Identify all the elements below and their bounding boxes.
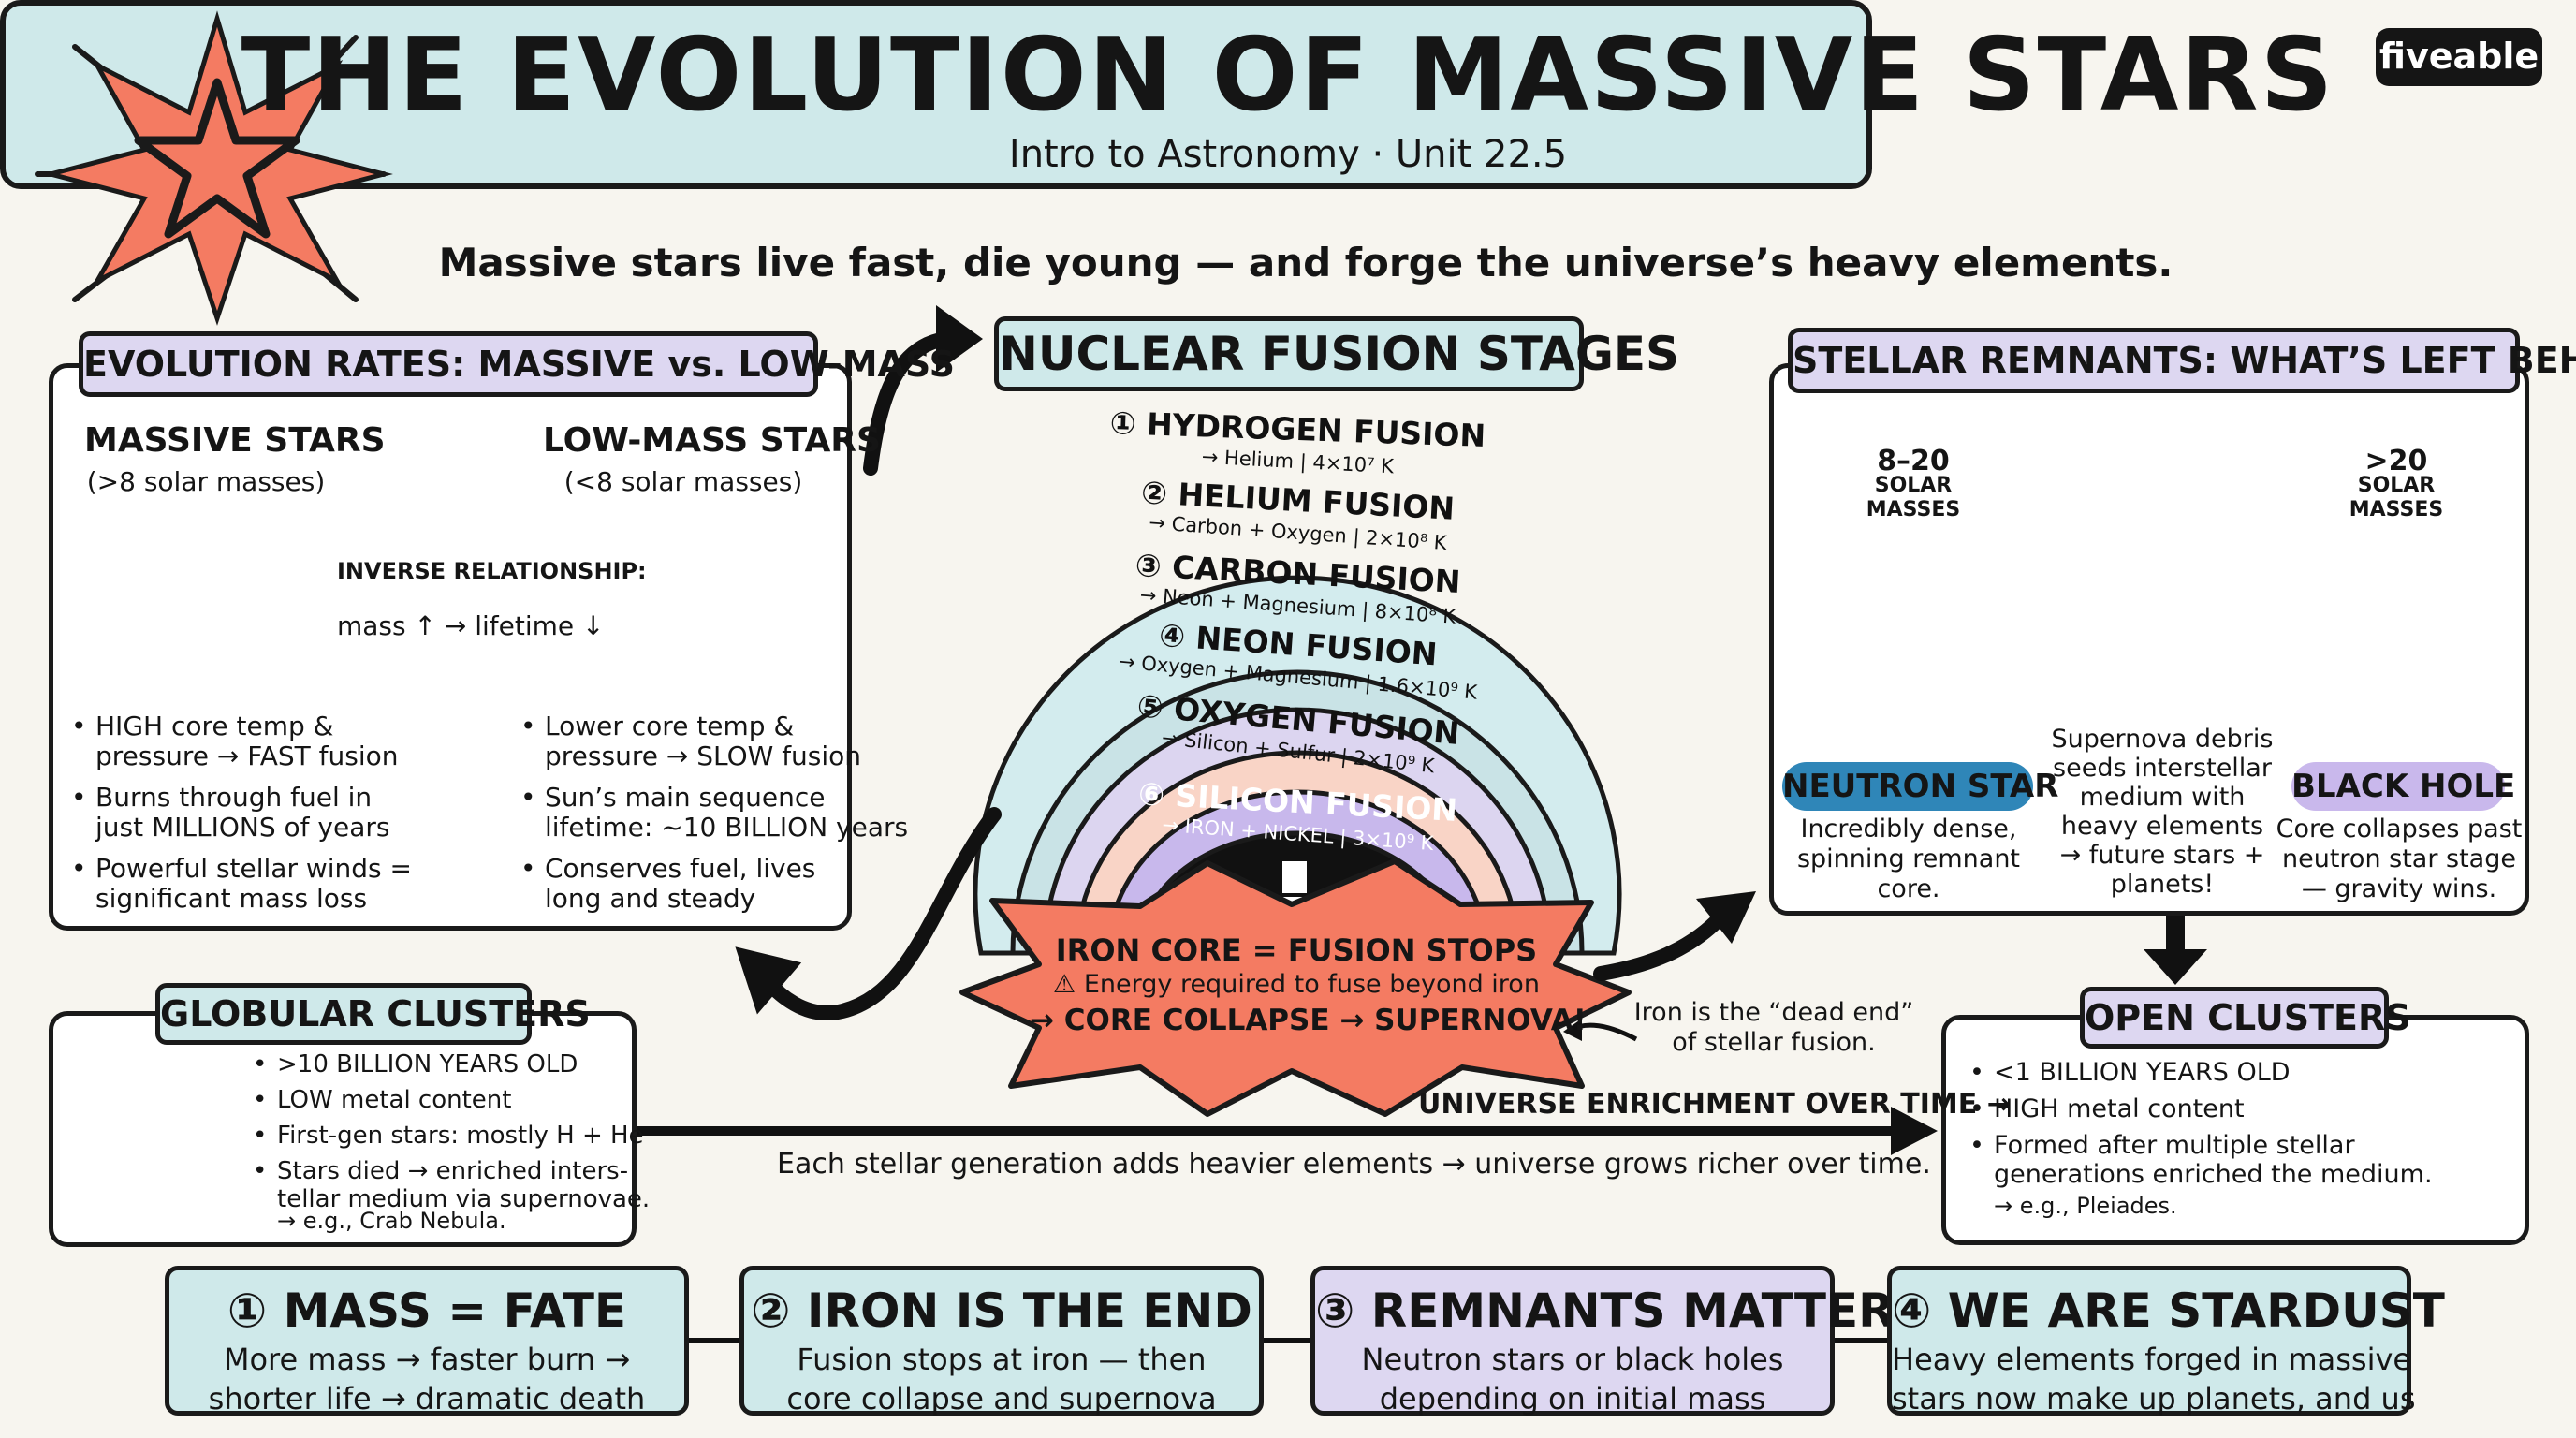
mass-badge-low-text: 8–20 SOLAR MASSES xyxy=(1866,445,1961,522)
list-item: >10 BILLION YEARS OLD xyxy=(253,1050,650,1078)
fusion-stages-heading: NUCLEAR FUSION STAGES xyxy=(994,316,1679,391)
supernova-debris-description: Supernova debris seeds interstellar medi… xyxy=(2051,725,2274,899)
stellar-remnants-panel xyxy=(1769,363,2529,916)
note-arrow-icon xyxy=(1563,1019,1638,1042)
massive-stars-points: HIGH core temp &pressure → FAST fusion B… xyxy=(71,712,412,914)
arrow-core-to-evolution-icon xyxy=(735,807,1002,1020)
neutron-star-label: NEUTRON STAR xyxy=(1782,762,2058,811)
page-title: THE EVOLUTION OF MASSIVE STARS xyxy=(241,17,2335,134)
low-mass-stars-title: LOW-MASS STARS xyxy=(543,421,881,460)
page-subtitle: Intro to Astronomy · Unit 22.5 xyxy=(1008,133,1568,176)
evolution-rates-heading: EVOLUTION RATES: MASSIVE vs. LOW-MASS xyxy=(79,331,955,397)
massive-stars-title: MASSIVE STARS xyxy=(84,421,386,460)
list-item: <1 BILLION YEARS OLD xyxy=(1969,1058,2433,1087)
mass-badge-high-text: >20 SOLAR MASSES xyxy=(2349,445,2444,522)
open-clusters-points: <1 BILLION YEARS OLD HIGH metal content … xyxy=(1969,1058,2433,1189)
list-item: First-gen stars: mostly H + He xyxy=(253,1122,650,1150)
list-item: Formed after multiple stellargenerations… xyxy=(1969,1131,2433,1189)
open-example: → e.g., Pleiades. xyxy=(1994,1193,2177,1219)
corner-starburst-icon xyxy=(35,10,393,326)
takeaway-iron-end: ② IRON IS THE END Fusion stops at iron —… xyxy=(739,1266,1264,1416)
stellar-remnants-heading: STELLAR REMNANTS: WHAT’S LEFT BEHIND xyxy=(1788,328,2576,393)
inverse-relationship-formula: mass ↑ → lifetime ↓ xyxy=(337,610,605,641)
inverse-relationship-label: INVERSE RELATIONSHIP: xyxy=(337,558,647,584)
iron-core-warning: ⚠ Energy required to fuse beyond iron xyxy=(1053,970,1540,999)
arrow-to-fusion-icon xyxy=(863,305,983,476)
list-item: Powerful stellar winds =significant mass… xyxy=(71,854,412,914)
arrow-core-to-remnants-icon xyxy=(1593,891,1756,981)
list-item: Lower core temp &pressure → SLOW fusion xyxy=(520,712,908,771)
globular-clusters-heading: GLOBULAR CLUSTERS xyxy=(155,983,591,1045)
timeline-top-label: UNIVERSE ENRICHMENT OVER TIME → xyxy=(1418,1088,2011,1121)
title-banner: THE EVOLUTION OF MASSIVE STARS Intro to … xyxy=(0,0,2333,189)
list-item: HIGH core temp &pressure → FAST fusion xyxy=(71,712,412,771)
fiveable-logo: fiveable xyxy=(2376,28,2542,86)
globular-example: → e.g., Crab Nebula. xyxy=(277,1208,506,1234)
iron-core-burst-icon xyxy=(959,858,1632,1117)
iron-core-title: IRON CORE = FUSION STOPS xyxy=(1055,932,1538,968)
low-mass-stars-subtitle: (<8 solar masses) xyxy=(564,466,803,497)
massive-stars-subtitle: (>8 solar masses) xyxy=(86,466,326,497)
iron-core-result: → CORE COLLAPSE → SUPERNOVA! xyxy=(1030,1004,1587,1037)
iron-dead-end-note: Iron is the “dead end” of stellar fusion… xyxy=(1633,998,1914,1057)
page-tagline: Massive stars live fast, die young — and… xyxy=(438,240,2174,286)
list-item: LOW metal content xyxy=(253,1086,650,1114)
neutron-star-description: Incredibly dense, spinning remnant core. xyxy=(1796,814,2021,903)
takeaway-mass-fate: ① MASS = FATE More mass → faster burn → … xyxy=(165,1266,689,1416)
low-mass-stars-points: Lower core temp &pressure → SLOW fusion … xyxy=(520,712,908,914)
enrichment-timeline-arrow xyxy=(637,1107,1938,1155)
globular-clusters-points: >10 BILLION YEARS OLD LOW metal content … xyxy=(253,1050,650,1213)
arrow-remnants-to-open-icon xyxy=(2144,916,2207,985)
fusion-stage-title: ① HYDROGEN FUSION xyxy=(1109,404,1486,454)
black-hole-label: BLACK HOLE xyxy=(2291,762,2515,811)
timeline-bottom-label: Each stellar generation adds heavier ele… xyxy=(777,1148,1931,1181)
takeaway-remnants-matter: ③ REMNANTS MATTER Neutron stars or black… xyxy=(1310,1266,1895,1416)
list-item: HIGH metal content xyxy=(1969,1094,2433,1123)
open-clusters-heading: OPEN CLUSTERS xyxy=(2080,987,2411,1049)
black-hole-description: Core collapses past neutron star stage —… xyxy=(2276,814,2523,903)
fusion-stage-detail: → Helium | 4×10⁷ K xyxy=(1201,446,1396,479)
list-item: Stars died → enriched inters-tellar medi… xyxy=(253,1157,650,1213)
takeaway-stardust: ④ WE ARE STARDUST Heavy elements forged … xyxy=(1887,1266,2445,1416)
